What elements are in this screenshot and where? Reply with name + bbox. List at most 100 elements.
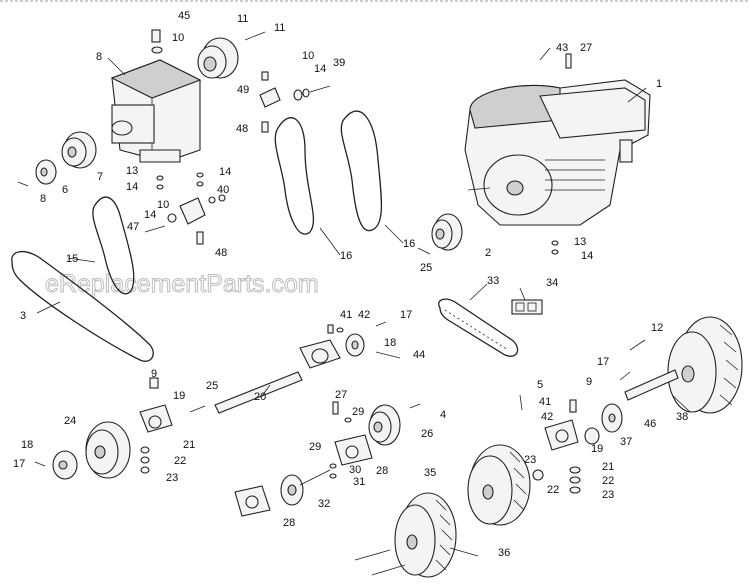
callout-5: 5 [537,379,543,391]
callout-40: 40 [217,184,229,196]
callout-17: 17 [400,309,412,321]
clutch-pulley-part-11 [197,31,266,79]
callout-9: 9 [586,376,592,388]
callout-42: 42 [358,309,370,321]
belt-part-16b [340,110,383,232]
callout-14: 14 [219,166,231,178]
bearing-part-19-right [519,394,600,494]
callout-48: 48 [236,123,248,135]
callout-3: 3 [20,310,26,322]
callout-46: 46 [644,418,656,430]
callout-27: 27 [580,42,592,54]
callout-41: 41 [340,309,352,321]
callout-labels: 45 10 11 11 8 10 14 39 49 48 43 27 1 6 7… [13,10,688,559]
callout-43: 43 [556,42,568,54]
callout-32: 32 [318,498,330,510]
belt-part-16a [274,117,314,235]
callout-20: 20 [254,391,266,403]
callout-17: 17 [597,356,609,368]
sprocket-part-46 [601,403,623,433]
hub-part-18-lower [34,450,78,480]
leader-lines [36,57,691,557]
pulley-part-2 [417,213,559,255]
callout-36: 36 [498,547,510,559]
watermark-text: eReplacementParts.com [45,270,319,298]
callout-22: 22 [174,455,186,467]
callout-23: 23 [166,472,178,484]
gearbox-part-8 [110,59,202,163]
chain-part-33 [438,298,519,357]
callout-42: 42 [541,411,553,423]
callout-21: 21 [602,461,614,473]
callout-10: 10 [302,50,314,62]
callout-34: 34 [546,277,558,289]
bearing-part-19-left [139,377,173,474]
callout-18: 18 [21,439,33,451]
bearing-part-28-mid [329,434,373,479]
callout-49: 49 [237,84,249,96]
bolt-part-45 [151,29,163,54]
callout-23: 23 [602,489,614,501]
callout-33: 33 [487,275,499,287]
callout-6: 6 [62,184,68,196]
callout-18: 18 [384,337,396,349]
callout-28: 28 [283,517,295,529]
callout-19: 19 [173,390,185,402]
callout-13: 13 [574,236,586,248]
callout-10: 10 [157,199,169,211]
callout-26: 26 [421,428,433,440]
callout-22: 22 [547,484,559,496]
callout-27: 27 [335,389,347,401]
callout-19: 19 [591,443,603,455]
callout-17: 17 [13,458,25,470]
callout-44: 44 [413,349,425,361]
callout-7: 7 [97,171,103,183]
chain-link-part-34 [511,299,543,315]
callout-25: 25 [206,380,218,392]
callout-30: 30 [349,464,361,476]
wheel-part-middle [467,444,544,526]
bearing-part-28-lower [234,485,271,517]
callout-9: 9 [151,368,157,380]
bracket-part-49 [259,71,331,133]
callout-35: 35 [424,467,436,479]
callout-38: 38 [676,411,688,423]
callout-28: 28 [376,465,388,477]
callout-29: 29 [309,441,321,453]
pulley-part-7 [61,131,97,169]
callout-4: 4 [440,409,446,421]
callout-16: 16 [403,238,415,250]
callout-23: 23 [524,454,536,466]
callout-14: 14 [581,250,593,262]
callout-31: 31 [353,476,365,488]
callout-8: 8 [96,51,102,63]
callout-1: 1 [656,78,662,90]
belt-part-3 [11,251,154,362]
bracket-part-40 [144,172,226,245]
callout-47: 47 [127,221,139,233]
callout-14: 14 [314,63,326,75]
callout-48: 48 [215,247,227,259]
hub-part-6 [17,159,57,187]
callout-10: 10 [172,32,184,44]
callout-11: 11 [274,22,285,34]
callout-29: 29 [352,406,364,418]
callout-14: 14 [126,181,138,193]
callout-45: 45 [178,10,190,22]
wheel-part-36 [354,492,457,578]
callout-12: 12 [651,322,663,334]
sprocket-part-32 [280,469,331,506]
pulley-part-24 [85,421,131,479]
callout-14: 14 [144,209,156,221]
callout-41: 41 [539,396,551,408]
pulley-part-26 [332,401,421,446]
callout-13: 13 [126,165,138,177]
callout-37: 37 [620,436,632,448]
callout-21: 21 [183,439,195,451]
callout-22: 22 [602,475,614,487]
engine-part-1 [464,47,651,226]
shaft-part-20 [189,371,303,414]
callout-39: 39 [333,57,345,69]
callout-8: 8 [40,193,46,205]
